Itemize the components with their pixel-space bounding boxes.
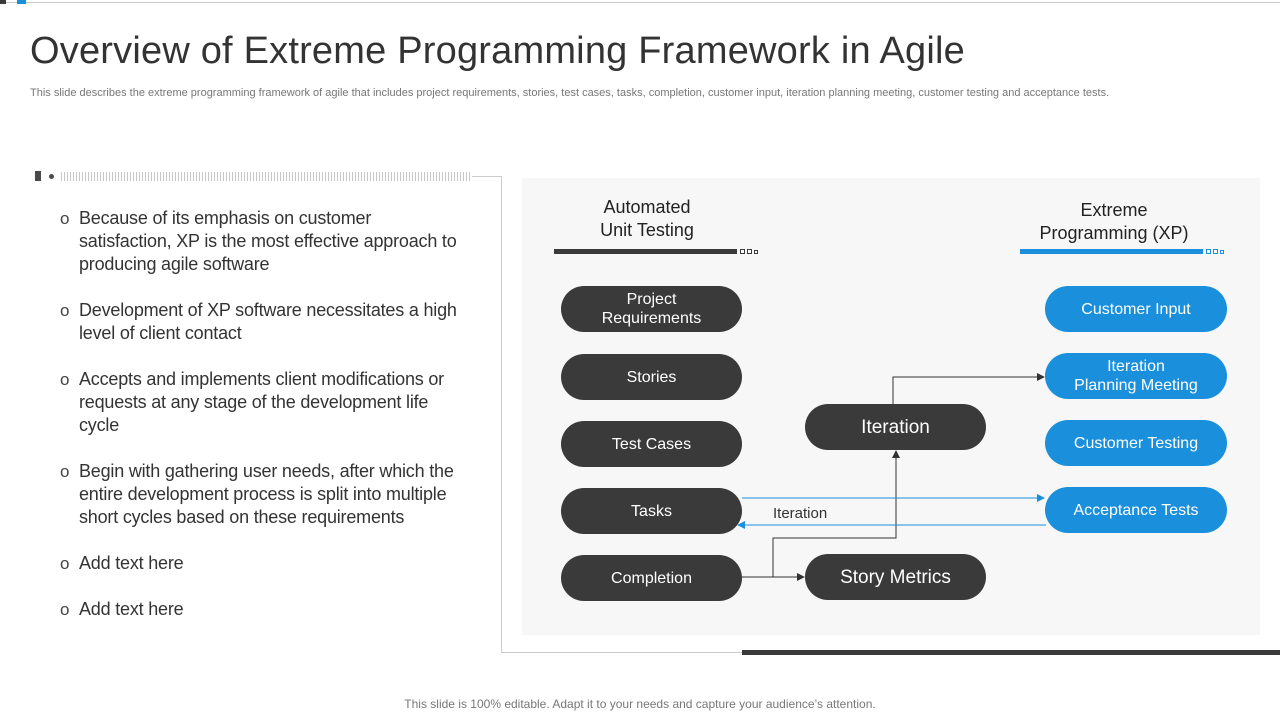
slide-footer: This slide is 100% editable. Adapt it to… <box>404 697 876 711</box>
node-label: Iteration <box>1107 358 1165 375</box>
arrow-label-iteration: Iteration <box>773 505 828 522</box>
bullet-item: Because of its emphasis on customer sati… <box>60 207 460 276</box>
mini-square <box>747 249 752 254</box>
node-project-requirements: Project Requirements <box>561 286 742 332</box>
node-label: Customer Input <box>1081 300 1191 318</box>
corner-accent-dark <box>0 0 6 4</box>
frame-line-top <box>472 176 501 177</box>
node-label: Completion <box>611 569 692 587</box>
node-story-metrics: Story Metrics <box>805 554 986 600</box>
bullet-list: Because of its emphasis on customer sati… <box>60 207 460 644</box>
node-label: Requirements <box>601 310 702 327</box>
deco-hatch-bar <box>61 172 470 181</box>
slide-title: Overview of Extreme Programming Framewor… <box>30 30 965 72</box>
mini-square <box>754 250 758 254</box>
node-label: Iteration <box>861 416 930 438</box>
mini-square <box>740 249 745 254</box>
right-heading-line: Extreme <box>1080 200 1148 220</box>
right-heading-line: Programming (XP) <box>1039 223 1189 243</box>
node-completion: Completion <box>561 555 742 601</box>
bullet-item: Accepts and implements client modificati… <box>60 368 460 437</box>
left-heading: Automated Unit Testing <box>557 196 737 242</box>
node-label: Story Metrics <box>840 566 951 588</box>
mini-square <box>1220 250 1224 254</box>
right-heading-bar <box>1020 249 1203 254</box>
corner-accent-blue <box>17 0 26 4</box>
node-acceptance-tests: Acceptance Tests <box>1045 487 1227 533</box>
node-tasks: Tasks <box>561 488 742 534</box>
node-stories: Stories <box>561 354 742 400</box>
bullet-item: Development of XP software necessitates … <box>60 299 460 345</box>
bullet-item: Add text here <box>60 598 460 621</box>
node-label: Customer Testing <box>1073 434 1199 452</box>
slide-subtitle: This slide describes the extreme program… <box>30 87 1110 99</box>
node-label: Planning Meeting <box>1074 377 1198 394</box>
node-label: Project <box>626 291 677 308</box>
bullet-item: Begin with gathering user needs, after w… <box>60 460 460 529</box>
node-label: Test Cases <box>611 435 692 453</box>
deco-dot <box>49 174 54 179</box>
node-test-cases: Test Cases <box>561 421 742 467</box>
frame-line-left <box>501 176 502 653</box>
bullet-item: Add text here <box>60 552 460 575</box>
node-iteration: Iteration <box>805 404 986 450</box>
node-customer-input: Customer Input <box>1045 286 1227 332</box>
deco-square <box>35 171 41 181</box>
node-customer-testing: Customer Testing <box>1045 420 1227 466</box>
node-label: Tasks <box>631 502 672 520</box>
frame-thick-bar <box>742 650 1280 655</box>
right-heading: Extreme Programming (XP) <box>1024 199 1204 245</box>
left-heading-line: Automated <box>603 197 691 217</box>
mini-square <box>1213 249 1218 254</box>
mini-square <box>1206 249 1211 254</box>
node-iteration-planning-meeting: Iteration Planning Meeting <box>1045 353 1227 399</box>
node-label: Acceptance Tests <box>1073 501 1199 519</box>
top-rule <box>0 2 1280 3</box>
left-heading-line: Unit Testing <box>600 220 694 240</box>
left-heading-bar <box>554 249 737 254</box>
node-label: Stories <box>626 368 677 386</box>
frame-line-bottom <box>501 652 743 653</box>
